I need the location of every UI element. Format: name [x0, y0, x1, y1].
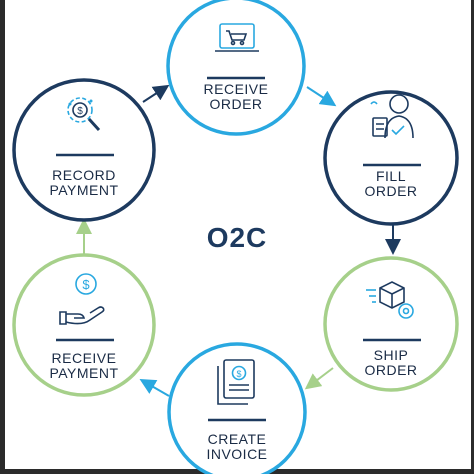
step-label-receive-order: RECEIVE ORDER: [203, 81, 269, 112]
step-circle-fill-order: [323, 90, 459, 226]
arrow-ship-to-invoice: [304, 367, 334, 390]
step-label-record-payment: RECORD PAYMENT: [49, 167, 119, 198]
svg-text:$: $: [77, 106, 83, 117]
left-frame-edge: [0, 0, 5, 474]
step-circle-record-payment: [12, 78, 156, 222]
laptop-cart-icon: [215, 23, 259, 52]
arrow-invoice-to-receive-payment: [139, 379, 170, 397]
magnifier-gear-coin-icon: $: [67, 97, 101, 132]
svg-text:$: $: [236, 369, 241, 379]
step-label-fill-order: FILL ORDER: [364, 168, 418, 199]
center-title: O2C: [206, 222, 268, 253]
invoice-document-icon: $: [217, 359, 255, 405]
step-circle-receive-payment: [12, 253, 156, 397]
box-gear-icon: [366, 281, 414, 319]
step-circle-create-invoice: [167, 342, 307, 474]
step-circle-ship-order: [323, 256, 459, 392]
hand-coin-icon: $: [59, 273, 105, 325]
arrow-receive-order-to-fill: [306, 86, 337, 107]
arrow-record-to-receive-order: [142, 84, 170, 103]
step-label-ship-order: SHIP ORDER: [364, 347, 418, 378]
svg-text:$: $: [82, 277, 90, 292]
step-circle-receive-order: [166, 0, 306, 136]
right-frame-edge: [471, 0, 474, 474]
step-label-create-invoice: CREATE INVOICE: [206, 431, 268, 462]
worker-checklist-icon: [370, 94, 414, 139]
step-label-receive-payment: RECEIVE PAYMENT: [49, 350, 119, 381]
